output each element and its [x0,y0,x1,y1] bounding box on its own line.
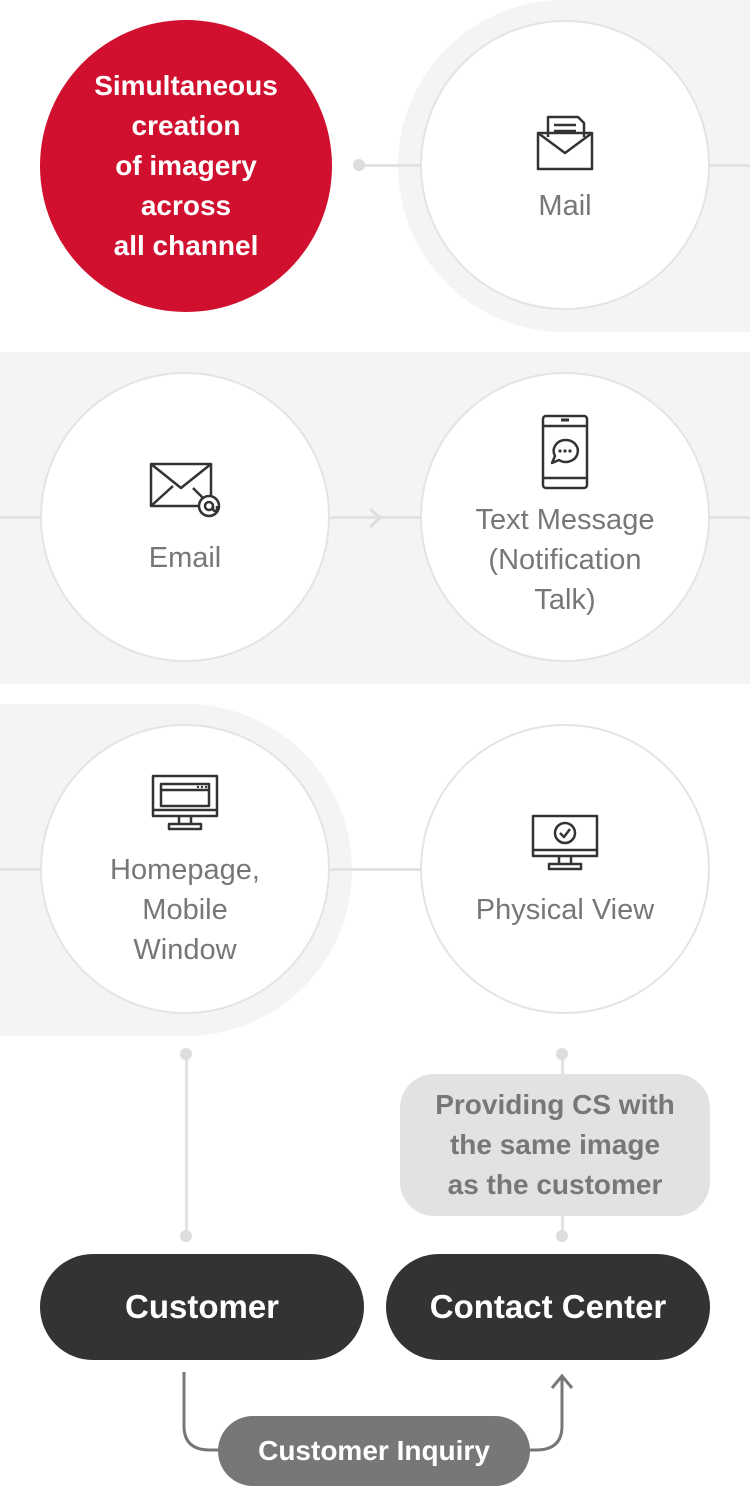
desktop-monitor-icon [149,768,221,840]
customer-inquiry-label: Customer Inquiry [218,1416,530,1486]
customer-pill: Customer [40,1254,364,1360]
mail-envelope-icon [529,104,601,176]
channel-email: Email [40,372,330,662]
connector-left-email [0,516,42,519]
monitor-check-icon [529,808,601,880]
channel-text-message-label: Text Message (Notification Talk) [475,504,655,616]
channel-homepage-label: Homepage, Mobile Window [110,854,260,966]
email-at-icon [149,456,221,528]
connector-text-right [708,516,750,519]
connector-dot [180,1048,192,1060]
connector-left-homepage [0,868,42,871]
connector-dot [353,159,365,171]
hub-circle: Simultaneous creation of imagery across … [40,20,332,312]
cs-note: Providing CS with the same image as the … [400,1074,710,1216]
arrow-right-icon [368,507,383,529]
connector-hub-mail [358,164,420,167]
channel-email-label: Email [148,542,222,574]
channel-physical-view: Physical View [420,724,710,1014]
mobile-chat-icon [529,414,601,490]
connector-email-text [330,516,420,519]
hub-label: Simultaneous creation of imagery across … [94,70,278,261]
connector-dot [556,1048,568,1060]
channel-mail: Mail [420,20,710,310]
connector-homepage-customer [185,1054,188,1236]
contact-center-pill: Contact Center [386,1254,710,1360]
channel-homepage: Homepage, Mobile Window [40,724,330,1014]
channel-mail-label: Mail [538,190,592,222]
channel-text-message: Text Message (Notification Talk) [420,372,710,662]
connector-homepage-physical [330,868,420,871]
connector-mail-right [708,164,750,167]
channel-physical-view-label: Physical View [475,894,655,926]
connector-dot [556,1230,568,1242]
connector-dot [180,1230,192,1242]
